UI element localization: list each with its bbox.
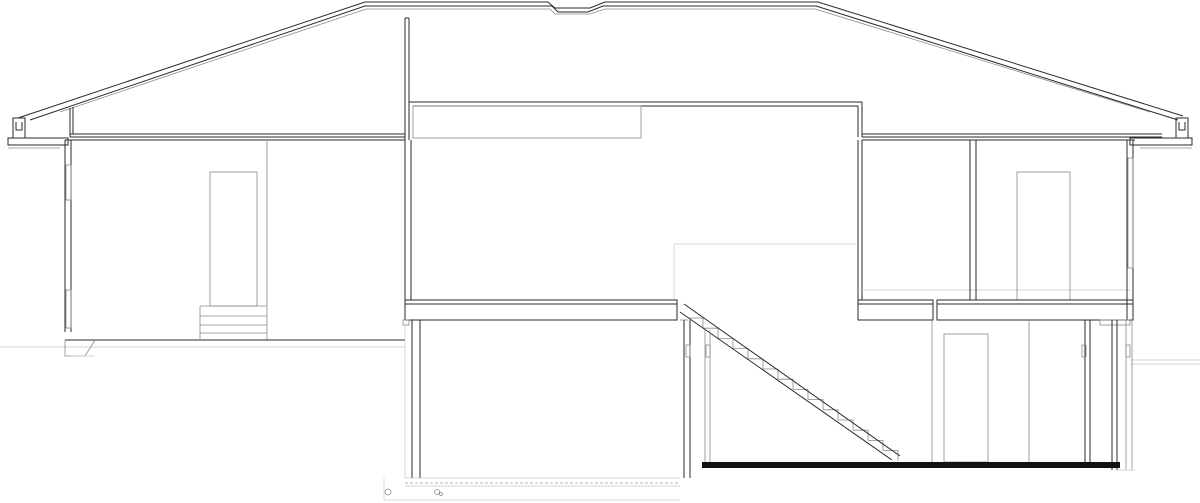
foundation (383, 325, 1135, 501)
ground-line (0, 346, 1200, 365)
left-eave (7, 117, 69, 149)
central-volume (404, 17, 863, 140)
left-steps (199, 305, 267, 340)
lower-level (411, 320, 1133, 478)
floor-slab (402, 299, 1134, 326)
roof (17, 1, 1184, 138)
staircase (679, 303, 901, 461)
right-door (1016, 171, 1071, 301)
left-door (209, 171, 258, 307)
left-wing (64, 139, 405, 357)
right-eave (1129, 117, 1193, 149)
central-hall (404, 140, 1130, 300)
lower-door (943, 333, 989, 463)
lower-floor-slab (702, 462, 1120, 468)
survey-marker (384, 488, 443, 496)
right-wing (862, 139, 1135, 320)
